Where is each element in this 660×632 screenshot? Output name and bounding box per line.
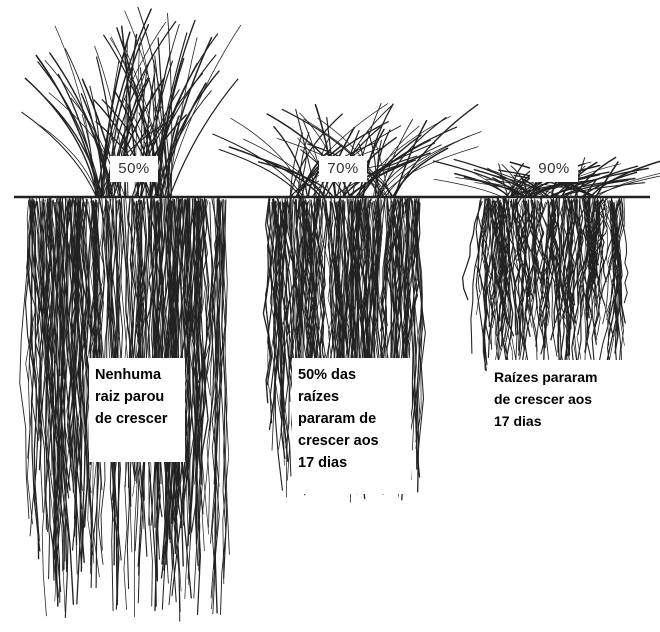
roots-plant-3 (463, 197, 628, 371)
caption-plant-3: Raízes pararam de crescer aos 17 dias (488, 360, 634, 446)
caption-plant-1: Nenhuma raiz parou de crescer (89, 358, 185, 462)
defoliation-label-plant-2: 70% (319, 156, 367, 182)
grass-blades-plant-2 (213, 103, 481, 197)
defoliation-label-plant-3: 90% (530, 156, 578, 182)
caption-plant-2: 50% das raízes pararam de crescer aos 17… (292, 358, 411, 494)
defoliation-label-plant-1: 50% (110, 156, 158, 182)
